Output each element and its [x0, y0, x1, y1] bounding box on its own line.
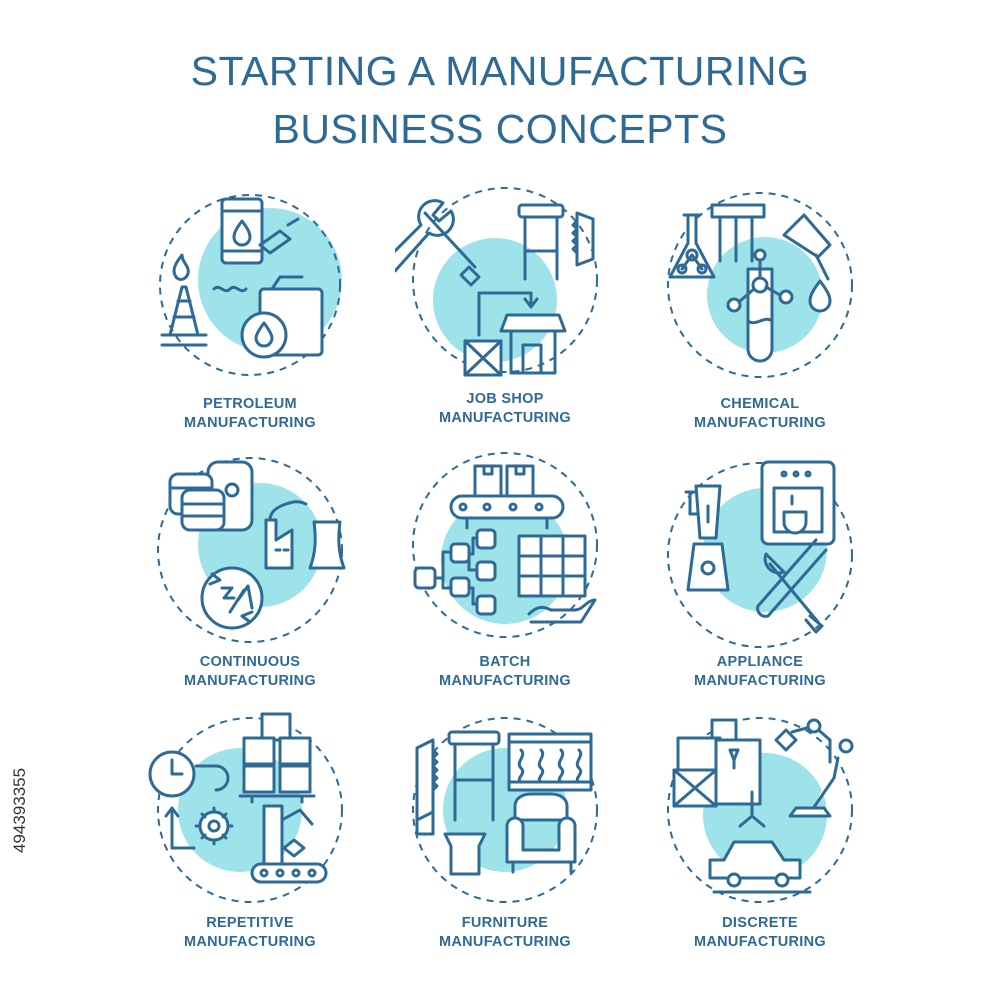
concept-label: CHEMICAL MANUFACTURING: [694, 396, 826, 431]
concept-chemical: CHEMICAL MANUFACTURING: [650, 185, 870, 445]
title-line-2: BUSINESS CONCEPTS: [272, 106, 728, 152]
clock-gear-robot-arm-icon: [148, 712, 343, 903]
conveyor-boxes-flowchart-icon: [412, 452, 598, 638]
flask-test-tubes-dropper-icon: [667, 192, 853, 378]
page-title: STARTING A MANUFACTURING BUSINESS CONCEP…: [0, 42, 1000, 158]
concept-petroleum: PETROLEUM MANUFACTURING: [140, 185, 360, 445]
concept-label: JOB SHOP MANUFACTURING: [439, 391, 571, 426]
concept-furniture: FURNITURE MANUFACTURING: [395, 710, 615, 970]
concept-batch: BATCH MANUFACTURING: [395, 450, 615, 710]
blender-coffee-machine-tools-icon: [667, 460, 853, 648]
stock-id-watermark: 494393355: [10, 767, 29, 853]
saw-stool-armchair-mattress-icon: [412, 717, 598, 903]
title-line-1: STARTING A MANUFACTURING: [190, 48, 810, 94]
concept-label: APPLIANCE MANUFACTURING: [694, 654, 826, 689]
oil-rig-barrel-jerrycan-icon: [159, 194, 342, 376]
concept-label: BATCH MANUFACTURING: [439, 654, 571, 689]
concept-label: CONTINUOUS MANUFACTURING: [184, 654, 316, 689]
concept-repetitive: REPETITIVE MANUFACTURING: [140, 710, 360, 970]
concept-continuous: CONTINUOUS MANUFACTURING: [140, 450, 360, 710]
concept-label: REPETITIVE MANUFACTURING: [184, 915, 316, 950]
boxes-robot-arm-car-icon: [667, 717, 854, 903]
concept-job-shop: JOB SHOP MANUFACTURING: [395, 185, 615, 445]
concept-label: PETROLEUM MANUFACTURING: [184, 396, 316, 431]
concept-appliance: APPLIANCE MANUFACTURING: [650, 450, 870, 710]
concept-label: FURNITURE MANUFACTURING: [439, 915, 571, 950]
concept-label: DISCRETE MANUFACTURING: [694, 915, 826, 950]
concept-discrete: DISCRETE MANUFACTURING: [650, 710, 870, 970]
barrels-factory-24-7-icon: [157, 457, 346, 643]
tools-stool-saw-shop-icon: [395, 187, 598, 377]
